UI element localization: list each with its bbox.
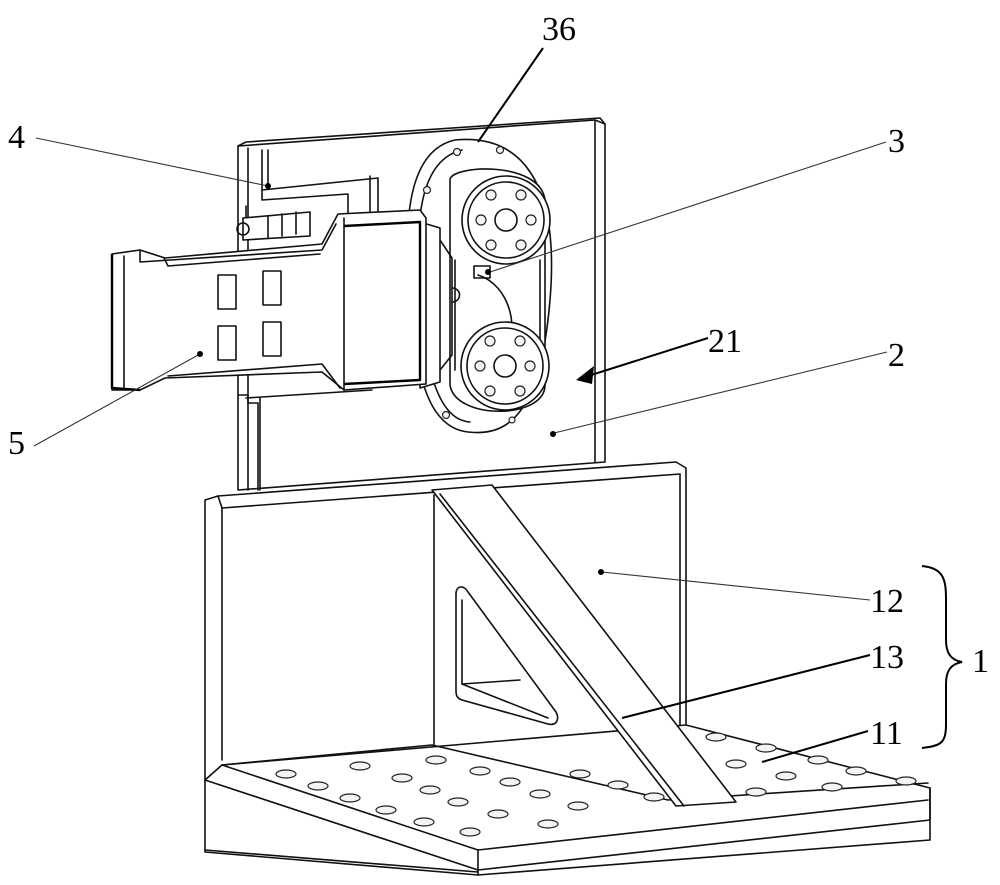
label-11: 11 (870, 715, 903, 752)
label-3: 3 (888, 123, 905, 160)
label-5: 5 (8, 425, 25, 462)
base-plate (204, 724, 931, 876)
leader-36 (477, 47, 544, 143)
label-13: 13 (870, 639, 904, 676)
label-12: 12 (870, 583, 904, 620)
leader-11 (761, 730, 869, 763)
leader-2 (553, 351, 888, 434)
label-2: 2 (888, 337, 905, 374)
label-4: 4 (8, 119, 25, 156)
leader-5 (33, 353, 201, 447)
leader-12 (601, 571, 871, 601)
rib (431, 484, 737, 807)
handheld-device (110, 209, 461, 392)
leader-3 (489, 141, 887, 273)
base-holes (275, 732, 917, 837)
arrowhead-21 (576, 366, 594, 384)
label-21: 21 (708, 323, 742, 360)
leader-13 (621, 654, 871, 719)
label-1: 1 (972, 643, 989, 680)
label-36: 36 (542, 11, 576, 48)
leader-21 (587, 337, 709, 377)
brace-assembly-1 (921, 565, 963, 749)
lower-roller (460, 321, 550, 411)
base-assembly (204, 461, 931, 876)
roller-unit (449, 168, 551, 412)
upper-roller (461, 175, 551, 265)
leader-4 (35, 137, 269, 187)
leader-lines (33, 47, 888, 763)
